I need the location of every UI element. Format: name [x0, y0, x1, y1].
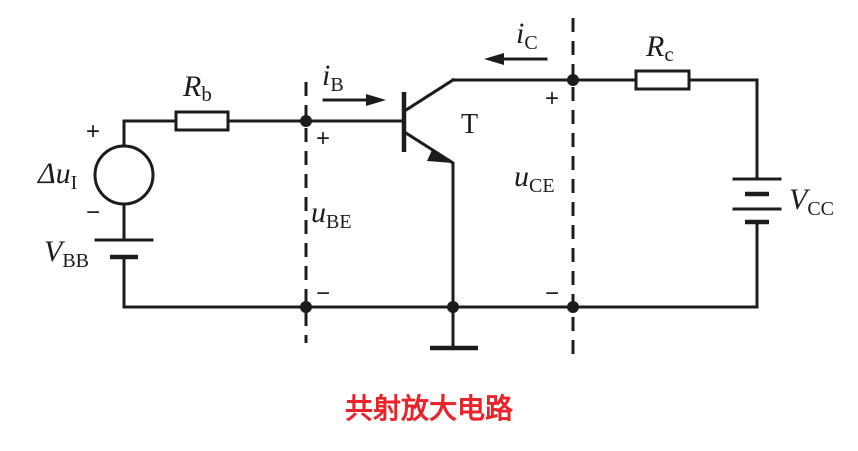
transistor-collector-lead: [403, 77, 456, 113]
sign-dui-plus: +: [86, 118, 100, 145]
ib-arrowhead-icon: [366, 94, 386, 106]
collector-top-wire: [451, 78, 759, 181]
resistor-rc: [634, 69, 691, 91]
label-transistor-t: T: [461, 109, 478, 140]
label-delta-ui: ΔuI: [37, 157, 77, 194]
signal-source-symbol: [93, 144, 155, 206]
label-ube: uBE: [311, 196, 352, 233]
label-rc: Rc: [645, 30, 674, 66]
label-vcc: VCC: [789, 183, 834, 220]
label-ic: iC: [516, 17, 538, 54]
sign-ube-minus: −: [316, 280, 330, 307]
ic-arrowhead-icon: [484, 53, 504, 65]
sign-ube-plus: +: [316, 125, 330, 152]
junction-node-collector: [567, 74, 579, 86]
sign-dui-minus: −: [86, 199, 100, 226]
sign-uce-plus: +: [545, 85, 559, 112]
resistor-rb: [174, 110, 230, 132]
junction-node-base: [300, 115, 312, 127]
label-ib: iB: [322, 59, 344, 96]
diagram-caption: 共射放大电路: [345, 392, 514, 425]
emitter-arrow-icon: [427, 150, 453, 163]
label-vbb: VBB: [44, 235, 89, 272]
sign-uce-minus: −: [545, 280, 559, 307]
label-uce: uCE: [514, 160, 555, 197]
junction-node-emitter-ground: [447, 301, 459, 313]
junction-node-input-ground: [300, 301, 312, 313]
junction-node-output-ground: [567, 301, 579, 313]
label-rb: Rb: [182, 70, 212, 106]
